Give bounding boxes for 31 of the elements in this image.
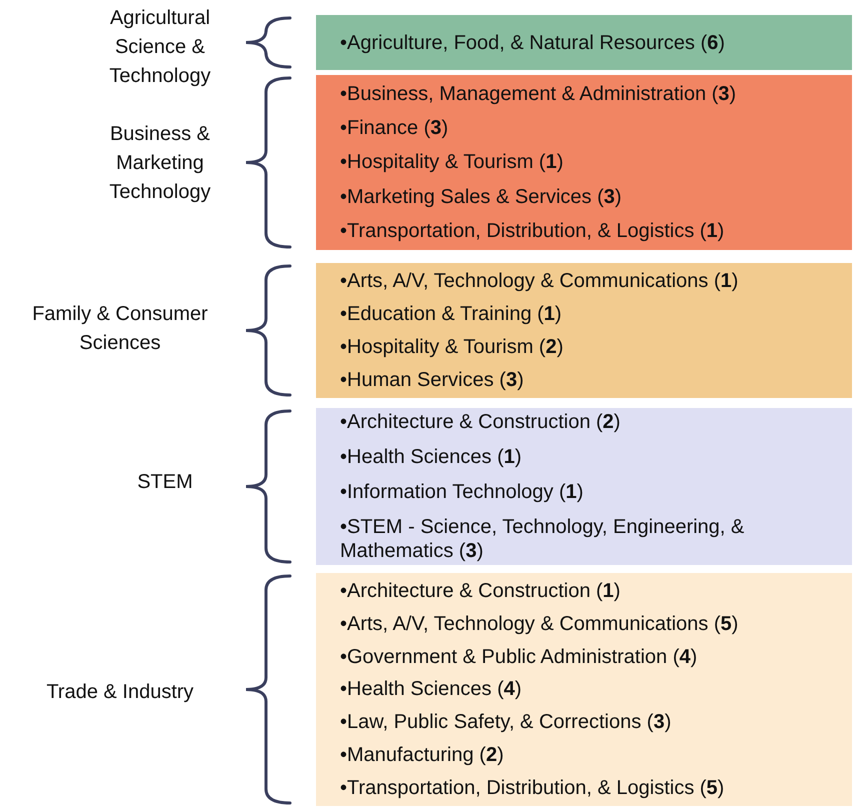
list-item: •Health Sciences (1) [340, 445, 523, 469]
list-item: •Architecture & Construction (2) [340, 410, 622, 434]
list-item: •Business, Management & Administration (3) [340, 82, 738, 106]
category-box [316, 263, 852, 398]
group-label: Business & Marketing Technology [108, 122, 212, 205]
group-label: Agricultural Science & Technology [108, 6, 212, 89]
list-item: •Architecture & Construction (1) [340, 579, 622, 604]
list-item: •Manufacturing (2) [340, 742, 505, 767]
list-item: •Information Technology (1) [340, 480, 584, 504]
category-box [316, 75, 852, 250]
list-item: •Hospitality & Tourism (2) [340, 334, 564, 359]
category-box [316, 15, 852, 70]
group-label: STEM [136, 470, 194, 495]
list-item: •Arts, A/V, Technology & Communications (1) [340, 269, 740, 294]
list-item: •Hospitality & Tourism (1) [340, 150, 564, 174]
category-box [316, 573, 852, 806]
list-item: •Human Services (3) [340, 368, 525, 392]
list-item: •Education & Training (1) [340, 302, 563, 326]
group-label: Family & Consumer Sciences [31, 302, 209, 356]
list-item: •Health Sciences (4) [340, 677, 523, 702]
list-item: •Marketing Sales & Services (3) [340, 184, 623, 209]
list-item: •STEM - Science, Technology, Engineering, & Mathematics (3) [340, 515, 746, 563]
list-item: •Government & Public Administration (4) [340, 644, 698, 669]
list-item: •Transportation, Distribution, & Logistics (1) [340, 218, 726, 243]
list-item: •Transportation, Distribution, & Logistics (5) [340, 776, 726, 800]
list-item: •Agriculture, Food, & Natural Resources (6) [340, 30, 726, 54]
list-item: •Arts, A/V, Technology & Communications (5) [340, 612, 740, 636]
group-label: Trade & Industry [45, 680, 195, 705]
list-item: •Finance (3) [340, 116, 450, 140]
list-item: •Law, Public Safety, & Corrections (3) [340, 710, 672, 734]
category-box [316, 408, 852, 565]
